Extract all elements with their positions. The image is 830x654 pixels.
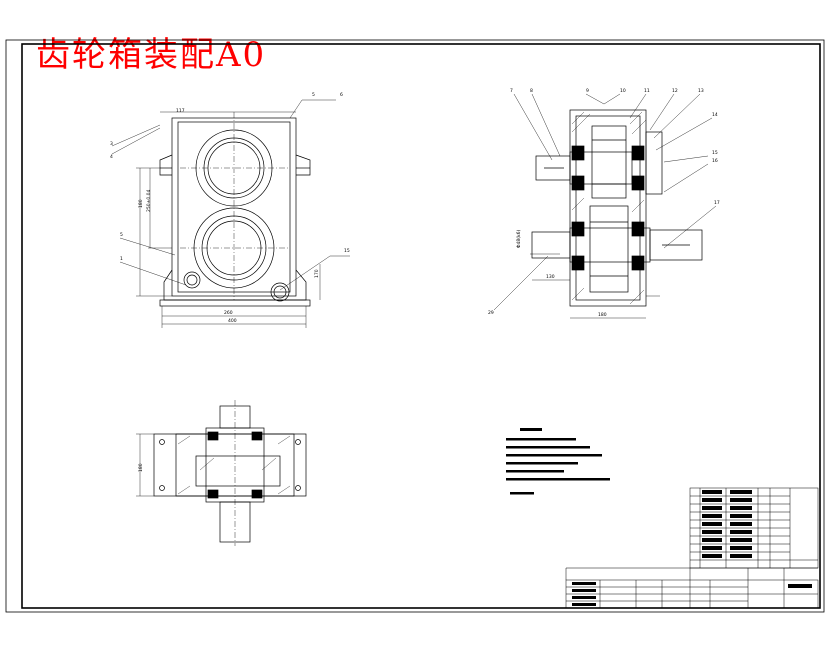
front-view-labels: 3 4 5 1 5 6 15 260 400 180 250±0.04 170 117 (110, 92, 350, 324)
svg-text:12: 12 (672, 88, 678, 94)
svg-text:6: 6 (340, 92, 343, 98)
front-view (111, 99, 350, 328)
dim-label: 180 (138, 463, 144, 472)
section-view (493, 93, 717, 319)
svg-text:117: 117 (176, 108, 185, 114)
svg-text:180: 180 (138, 199, 144, 208)
svg-text:17: 17 (714, 200, 720, 206)
dim-label: 400 (228, 318, 237, 324)
svg-text:14: 14 (712, 112, 718, 118)
title-block (565, 567, 819, 609)
svg-text:170: 170 (314, 269, 320, 278)
svg-text:15: 15 (344, 248, 350, 254)
svg-text:8: 8 (530, 88, 533, 94)
svg-text:7: 7 (510, 88, 513, 94)
svg-text:9: 9 (586, 88, 589, 94)
svg-text:4: 4 (110, 154, 113, 160)
top-view (136, 400, 307, 546)
svg-text:250±0.04: 250±0.04 (146, 189, 152, 212)
svg-text:130: 130 (546, 274, 555, 280)
svg-text:13: 13 (698, 88, 704, 94)
technical-requirements (506, 428, 610, 495)
section-view-labels: 7 8 9 10 11 12 13 14 15 16 17 29 180 130 Φ48(k6… (488, 88, 720, 318)
svg-text:11: 11 (644, 88, 650, 94)
svg-text:5: 5 (120, 232, 123, 238)
sheet-border (5, 39, 825, 613)
svg-text:10: 10 (620, 88, 626, 94)
parts-list-fill (572, 490, 812, 606)
svg-text:29: 29 (488, 310, 494, 316)
svg-text:16: 16 (712, 158, 718, 164)
svg-text:15: 15 (712, 150, 718, 156)
svg-text:5: 5 (312, 92, 315, 98)
dim-label: 260 (224, 310, 233, 316)
svg-text:1: 1 (120, 256, 123, 262)
top-view-labels: 180 (138, 463, 144, 472)
svg-text:3: 3 (110, 141, 113, 147)
svg-text:Φ48(k6): Φ48(k6) (516, 230, 522, 248)
svg-text:180: 180 (598, 312, 607, 318)
parts-list (689, 487, 819, 569)
